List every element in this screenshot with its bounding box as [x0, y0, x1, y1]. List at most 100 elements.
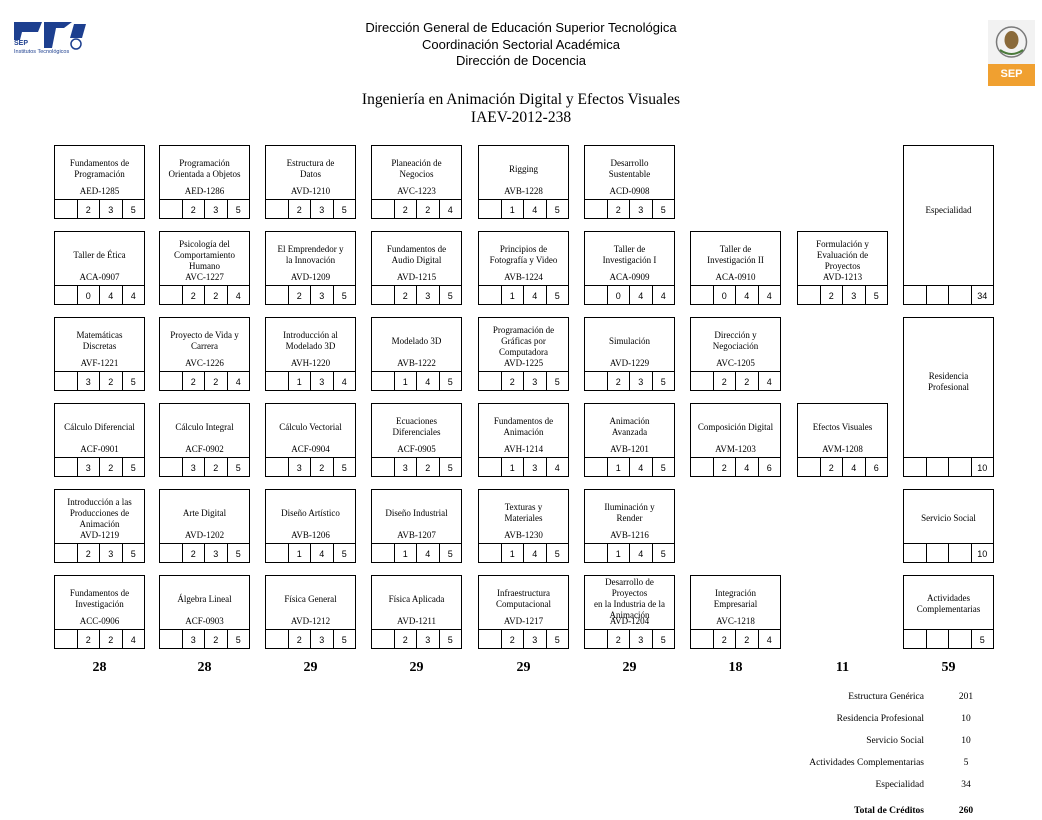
hours-blank — [797, 458, 820, 477]
hours-value: 2 — [181, 544, 205, 563]
hours-value: 4 — [757, 372, 781, 391]
plan-code: IAEV-2012-238 — [470, 109, 572, 126]
hours-value: 5 — [438, 286, 462, 305]
hours-value: 2 — [76, 200, 100, 219]
hours-value: 5 — [226, 200, 250, 219]
hours-value: 5 — [332, 286, 356, 305]
course-code: AVH-1220 — [290, 358, 331, 368]
course-code: AVD-1219 — [79, 530, 120, 540]
hours-value: 3 — [310, 630, 333, 649]
hours-value: 3 — [204, 544, 227, 563]
hours-value: 5 — [121, 544, 145, 563]
hours-value: 4 — [438, 200, 462, 219]
hours-value: 4 — [735, 458, 758, 477]
special-block-hours: 34 — [903, 285, 994, 305]
hours-value: 5 — [545, 630, 569, 649]
course-code: ACA-0910 — [715, 272, 756, 282]
hours-value: 5 — [651, 544, 675, 563]
hours-value: 3 — [287, 458, 311, 477]
hours-blank — [478, 544, 501, 563]
hours-blank — [478, 630, 501, 649]
course-name: Cálculo Integral — [175, 421, 234, 432]
course-name: Física Aplicada — [388, 593, 445, 604]
course-name: Arte Digital — [182, 507, 227, 518]
hours-value: 5 — [438, 458, 462, 477]
course-name: Diseño Artístico — [281, 507, 340, 518]
hours-value: 2 — [712, 630, 736, 649]
course-code: AVC-1227 — [185, 272, 224, 282]
hours-blank — [478, 372, 501, 391]
course-name: Formulación y Evaluación de Proyectos — [816, 238, 869, 271]
hours-blank — [265, 286, 288, 305]
course-name: Ecuaciones Diferenciales — [392, 416, 441, 437]
hours-blank — [584, 544, 607, 563]
hours-value: 3 — [629, 630, 652, 649]
hours-value: 2 — [310, 458, 333, 477]
hours-value: 4 — [121, 630, 145, 649]
course-code: AVD-1215 — [396, 272, 437, 282]
course-name: Fundamentos de Investigación — [69, 588, 130, 609]
course-name: Cálculo Vectorial — [279, 421, 342, 432]
semester-total: 28 — [92, 660, 107, 675]
hours-blank — [159, 286, 182, 305]
course-code: ACA-0909 — [609, 272, 650, 282]
hours-blank — [159, 458, 182, 477]
course-name: Fundamentos de Programación — [69, 158, 130, 179]
header-line-2: Coordinación Sectorial Académica — [422, 36, 620, 52]
hours-value: 5 — [438, 630, 462, 649]
summary-value: 201 — [958, 692, 974, 702]
hours-value: 2 — [416, 200, 439, 219]
hours-value: 5 — [651, 372, 675, 391]
hours-value: 1 — [500, 458, 524, 477]
hours-blank — [948, 544, 971, 563]
course-code: AVB-1216 — [610, 530, 649, 540]
semester-total: 59 — [941, 660, 956, 675]
hours-value: 3 — [99, 544, 122, 563]
hours-blank — [371, 372, 394, 391]
course-code: ACF-0905 — [397, 444, 436, 454]
hours-value: 3 — [99, 200, 122, 219]
course-name: Taller de Ética — [73, 249, 126, 260]
hours-value: 2 — [204, 372, 227, 391]
hours-value: 2 — [819, 286, 843, 305]
hours-value: 0 — [606, 286, 630, 305]
hours-blank — [948, 458, 971, 477]
hours-blank — [903, 286, 926, 305]
hours-blank — [265, 630, 288, 649]
hours-value: 3 — [76, 372, 100, 391]
course-code: ACF-0903 — [185, 616, 224, 626]
credits-value: 5 — [970, 630, 994, 649]
course-name: Principios de Fotografía y Video — [489, 244, 558, 265]
hours-blank — [159, 544, 182, 563]
hours-value: 3 — [76, 458, 100, 477]
course-code: ACF-0902 — [185, 444, 224, 454]
special-block-hours: 10 — [903, 543, 994, 563]
course-code: AVB-1230 — [504, 530, 543, 540]
hours-value: 2 — [606, 200, 630, 219]
hours-value: 4 — [523, 544, 546, 563]
hours-value: 5 — [545, 286, 569, 305]
hours-value: 3 — [393, 458, 417, 477]
hours-value: 5 — [438, 372, 462, 391]
summary-label: Especialidad — [875, 780, 924, 790]
course-name: Desarrollo Sustentable — [608, 158, 651, 179]
summary-label: Residencia Profesional — [836, 714, 924, 724]
hours-value: 3 — [204, 200, 227, 219]
hours-value: 5 — [332, 200, 356, 219]
hours-blank — [265, 372, 288, 391]
course-code: AVM-1203 — [715, 444, 756, 454]
